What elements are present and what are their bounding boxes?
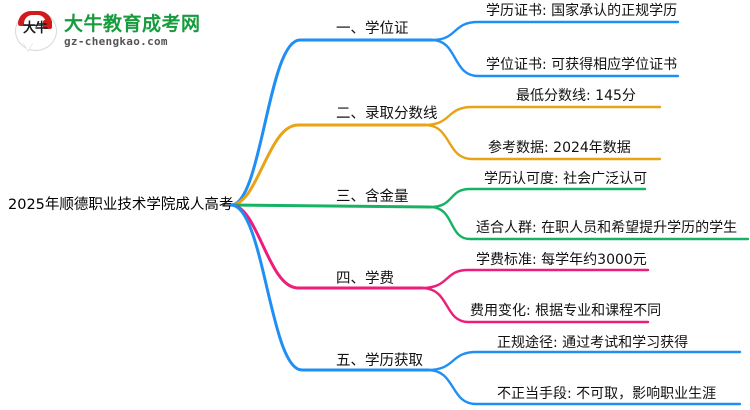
leaf-label-5-1: 正规途径: 通过考试和学习获得: [497, 335, 689, 351]
leaf-label-2-2: 参考数据: 2024年数据: [488, 140, 631, 156]
leaf-label-1-2: 学位证书: 可获得相应学位证书: [486, 57, 678, 73]
leaf-label-5-2: 不正当手段: 不可取，影响职业生涯: [497, 386, 717, 402]
leaf-label-1-1: 学历证书: 国家承认的正规学历: [486, 3, 678, 19]
leaf-label-4-2: 费用变化: 根据专业和课程不同: [470, 303, 662, 319]
logo-wordmark: 大牛教育成考网 gz-chengkao.com: [64, 13, 201, 49]
branch-2-connector: [229, 105, 662, 207]
branch-label-5: 五、学历获取: [336, 353, 423, 369]
branch-label-2: 二、录取分数线: [336, 106, 438, 122]
mindmap-root-label: 2025年顺德职业技术学院成人高考: [8, 197, 234, 213]
logo-bubble-tail-shape: [23, 42, 33, 51]
branch-label-3: 三、含金量: [336, 189, 409, 205]
leaf-label-3-1: 学历认可度: 社会广泛认可: [484, 171, 648, 187]
branch-3-connector: [229, 187, 750, 241]
logo-mark-text: 大牛: [22, 21, 48, 36]
logo-title: 大牛教育成考网: [64, 13, 201, 35]
leaf-label-4-1: 学费标准: 每学年约3000元: [476, 252, 647, 268]
site-logo: 大牛 大牛教育成考网 gz-chengkao.com: [14, 6, 214, 56]
logo-mark-icon: 大牛: [14, 9, 58, 53]
leaf-label-2-1: 最低分数线: 145分: [516, 88, 636, 104]
branch-5-connector: [229, 203, 742, 406]
branch-label-1: 一、学位证: [336, 21, 409, 37]
branch-label-4: 四、学费: [336, 271, 394, 287]
logo-subtitle: gz-chengkao.com: [64, 35, 168, 48]
leaf-label-3-2: 适合人群: 在职人员和希望提升学历的学生: [476, 220, 738, 236]
logo-seal-shape: [43, 20, 52, 29]
branch-1-connector: [229, 20, 680, 207]
